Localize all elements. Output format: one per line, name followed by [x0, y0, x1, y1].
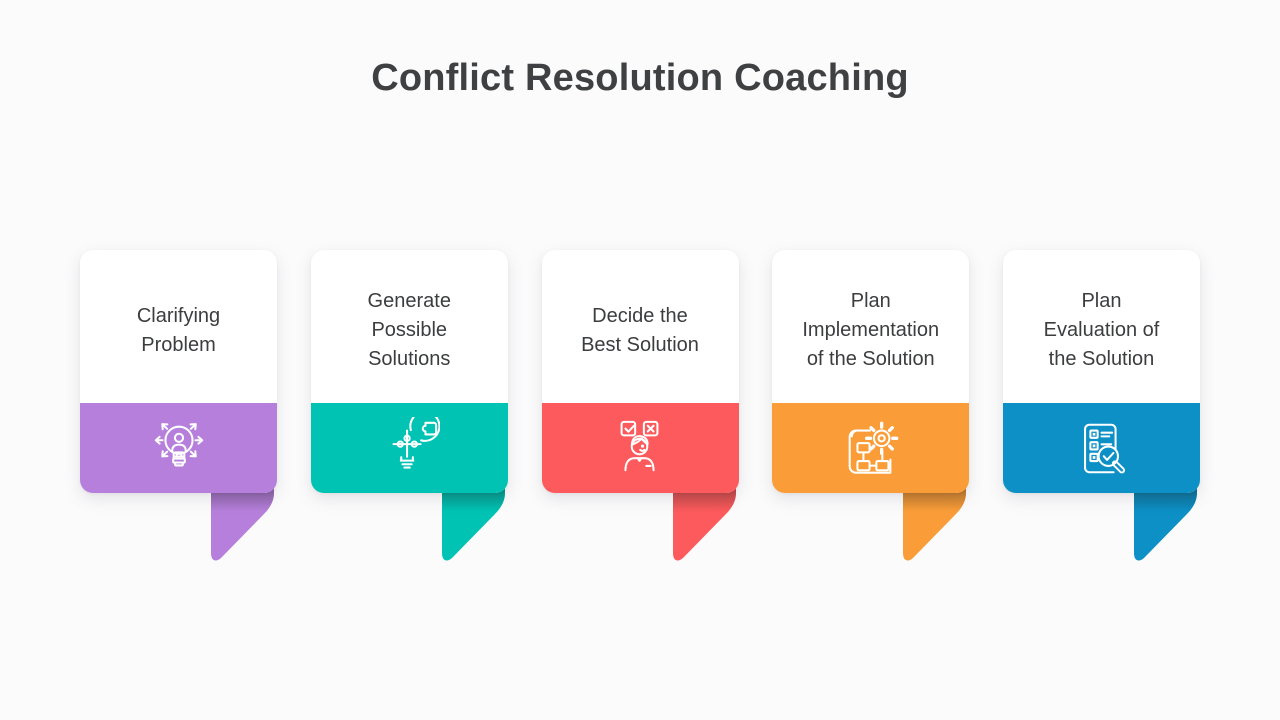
card-label: Clarifying Problem [136, 304, 221, 356]
card-plan-evaluation: Plan Evaluation of the Solution [1003, 250, 1200, 565]
card-panel: Clarifying Problem [80, 250, 277, 493]
card-label-area: Plan Implementation of the Solution [772, 250, 969, 403]
card-label-area: Generate Possible Solutions [311, 250, 508, 403]
cards-row: Clarifying Problem [80, 250, 1200, 565]
speech-tail [672, 487, 736, 561]
checklist-magnifier-icon [1083, 423, 1125, 474]
card-panel: Plan Implementation of the Solution [772, 250, 970, 493]
speech-tail [903, 487, 967, 561]
card-plan-implementation: Plan Implementation of the Solution [772, 250, 970, 565]
card-clarifying-problem: Clarifying Problem [80, 250, 277, 565]
card-label-area: Decide the Best Solution [542, 250, 739, 403]
card-label-area: Clarifying Problem [80, 250, 277, 403]
puzzle-bulb-icon [392, 417, 441, 469]
card-label: Decide the Best Solution [581, 304, 699, 356]
card-color-band [1003, 403, 1200, 493]
decision-checkboxes-person-icon [620, 420, 659, 472]
card-panel: Decide the Best Solution [541, 250, 739, 493]
card-color-band [541, 403, 739, 493]
card-color-band [310, 403, 508, 493]
card-color-band [80, 403, 277, 493]
card-label: Plan Implementation of the Solution [802, 290, 940, 370]
card-panel: Generate Possible Solutions [310, 250, 508, 493]
speech-tail [211, 487, 274, 561]
card-label: Generate Possible Solutions [367, 290, 451, 370]
idea-person-icon [154, 420, 203, 467]
page-title: Conflict Resolution Coaching [371, 57, 909, 99]
card-decide-best-solution: Decide the Best Solution [541, 250, 739, 565]
blueprint-gear-icon [848, 421, 899, 474]
speech-tail [441, 487, 505, 561]
card-label-area: Plan Evaluation of the Solution [1003, 250, 1200, 403]
card-color-band [772, 403, 970, 493]
card-panel: Plan Evaluation of the Solution [1003, 250, 1200, 493]
speech-tail [1134, 487, 1197, 561]
card-label: Plan Evaluation of the Solution [1043, 290, 1160, 370]
card-generate-possible-solutions: Generate Possible Solutions [310, 250, 508, 565]
